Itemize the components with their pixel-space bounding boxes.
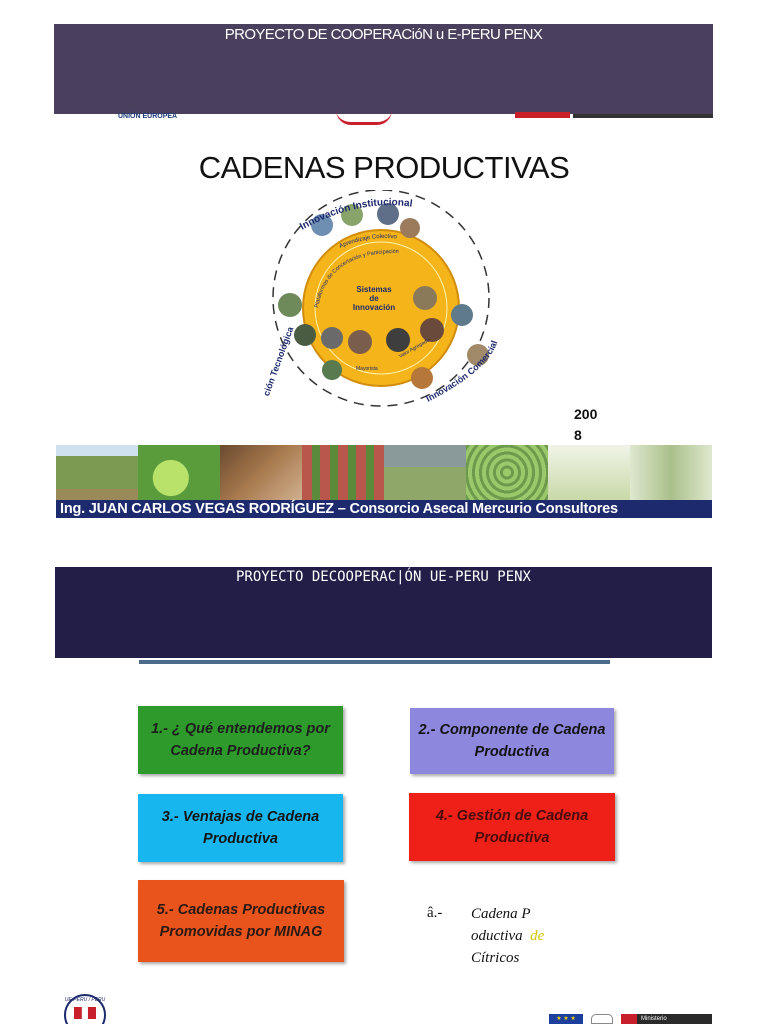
eu-flag-icon: ★ ★ ★ (549, 1014, 583, 1024)
slide1-banner: PROYECTO DE COOPERACióN u E-PERU PENX (54, 24, 713, 114)
eu-label: UNIÓN EUROPEA (118, 113, 178, 120)
year: 200 8 (574, 404, 604, 446)
slide1-banner-text: PROYECTO DE COOPERACióN u E-PERU PENX (224, 26, 543, 43)
slide1-title: CADENAS PRODUCTIVAS (198, 150, 570, 185)
ue-peru-logo: UE-PERU / PERU (64, 994, 106, 1024)
photo-strip (56, 445, 712, 500)
diagram-center-line3: Innovación (353, 303, 395, 312)
footer-logos: ★ ★ ★ Ministerio (549, 1014, 712, 1024)
item-line-2a: oductiva (471, 928, 523, 944)
list-item-number: â.- (427, 905, 443, 921)
photo-tile (56, 445, 138, 500)
peru-flag-stripe (515, 112, 570, 118)
list-item-text: Cadena P oductiva de Cítricos (471, 903, 581, 969)
partner-logo-arc (336, 110, 392, 125)
diagram-small-label-2: Mayorista (356, 366, 378, 372)
photo-tile (220, 445, 302, 500)
diagram-inner-ring (314, 241, 448, 375)
diagram-left-label: ción Tecnológica (261, 324, 296, 397)
topic-box-5[interactable]: 5.- Cadenas Productivas Promovidas por M… (138, 880, 344, 962)
photo-tile (630, 445, 712, 500)
photo-tile (466, 445, 548, 500)
innovation-systems-diagram: Innovación Institucional Aprendizaje Col… (261, 190, 499, 407)
item-line-3: Cítricos (471, 950, 520, 966)
ministerio-logo: Ministerio (621, 1014, 712, 1024)
photo-tile (384, 445, 466, 500)
item-line-2: oductiva de (471, 925, 581, 947)
author-bar: Ing. JUAN CARLOS VEGAS RODRÍGUEZ – Conso… (56, 500, 712, 518)
ministerio-label: Ministerio (641, 1016, 667, 1022)
year-line2: 8 (574, 427, 582, 443)
slide2-banner-text: PROYECTO DECOOPERAC|ÓN UE-PERU PENX (235, 569, 531, 585)
photo-tile (548, 445, 630, 500)
diagram-center-line1: Sistemas (356, 285, 392, 294)
ministry-logo-bar (573, 114, 713, 118)
item-line-2b: de (530, 928, 545, 944)
photo-tile (138, 445, 220, 500)
year-line1: 200 (574, 406, 598, 422)
topic-box-2[interactable]: 2.- Componente de Cadena Productiva (410, 708, 614, 774)
photo-tile (302, 445, 384, 500)
diagram-photo-bubbles (278, 203, 489, 389)
slide2-banner: PROYECTO DECOOPERAC|ÓN UE-PERU PENX (55, 567, 712, 658)
slide2-divider (139, 660, 610, 664)
peru-seal-icon (591, 1014, 613, 1024)
diagram-center-line2: de (369, 294, 379, 303)
topic-box-3[interactable]: 3.- Ventajas de Cadena Productiva (138, 794, 343, 862)
topic-box-4[interactable]: 4.- Gestión de Cadena Productiva (409, 793, 615, 861)
ue-peru-logo-text: UE-PERU / PERU (65, 997, 106, 1003)
topic-box-1[interactable]: 1.- ¿ Qué entendemos por Cadena Producti… (138, 706, 343, 774)
item-line-1: Cadena P (471, 906, 531, 922)
diagram-outer-ring (272, 190, 490, 407)
